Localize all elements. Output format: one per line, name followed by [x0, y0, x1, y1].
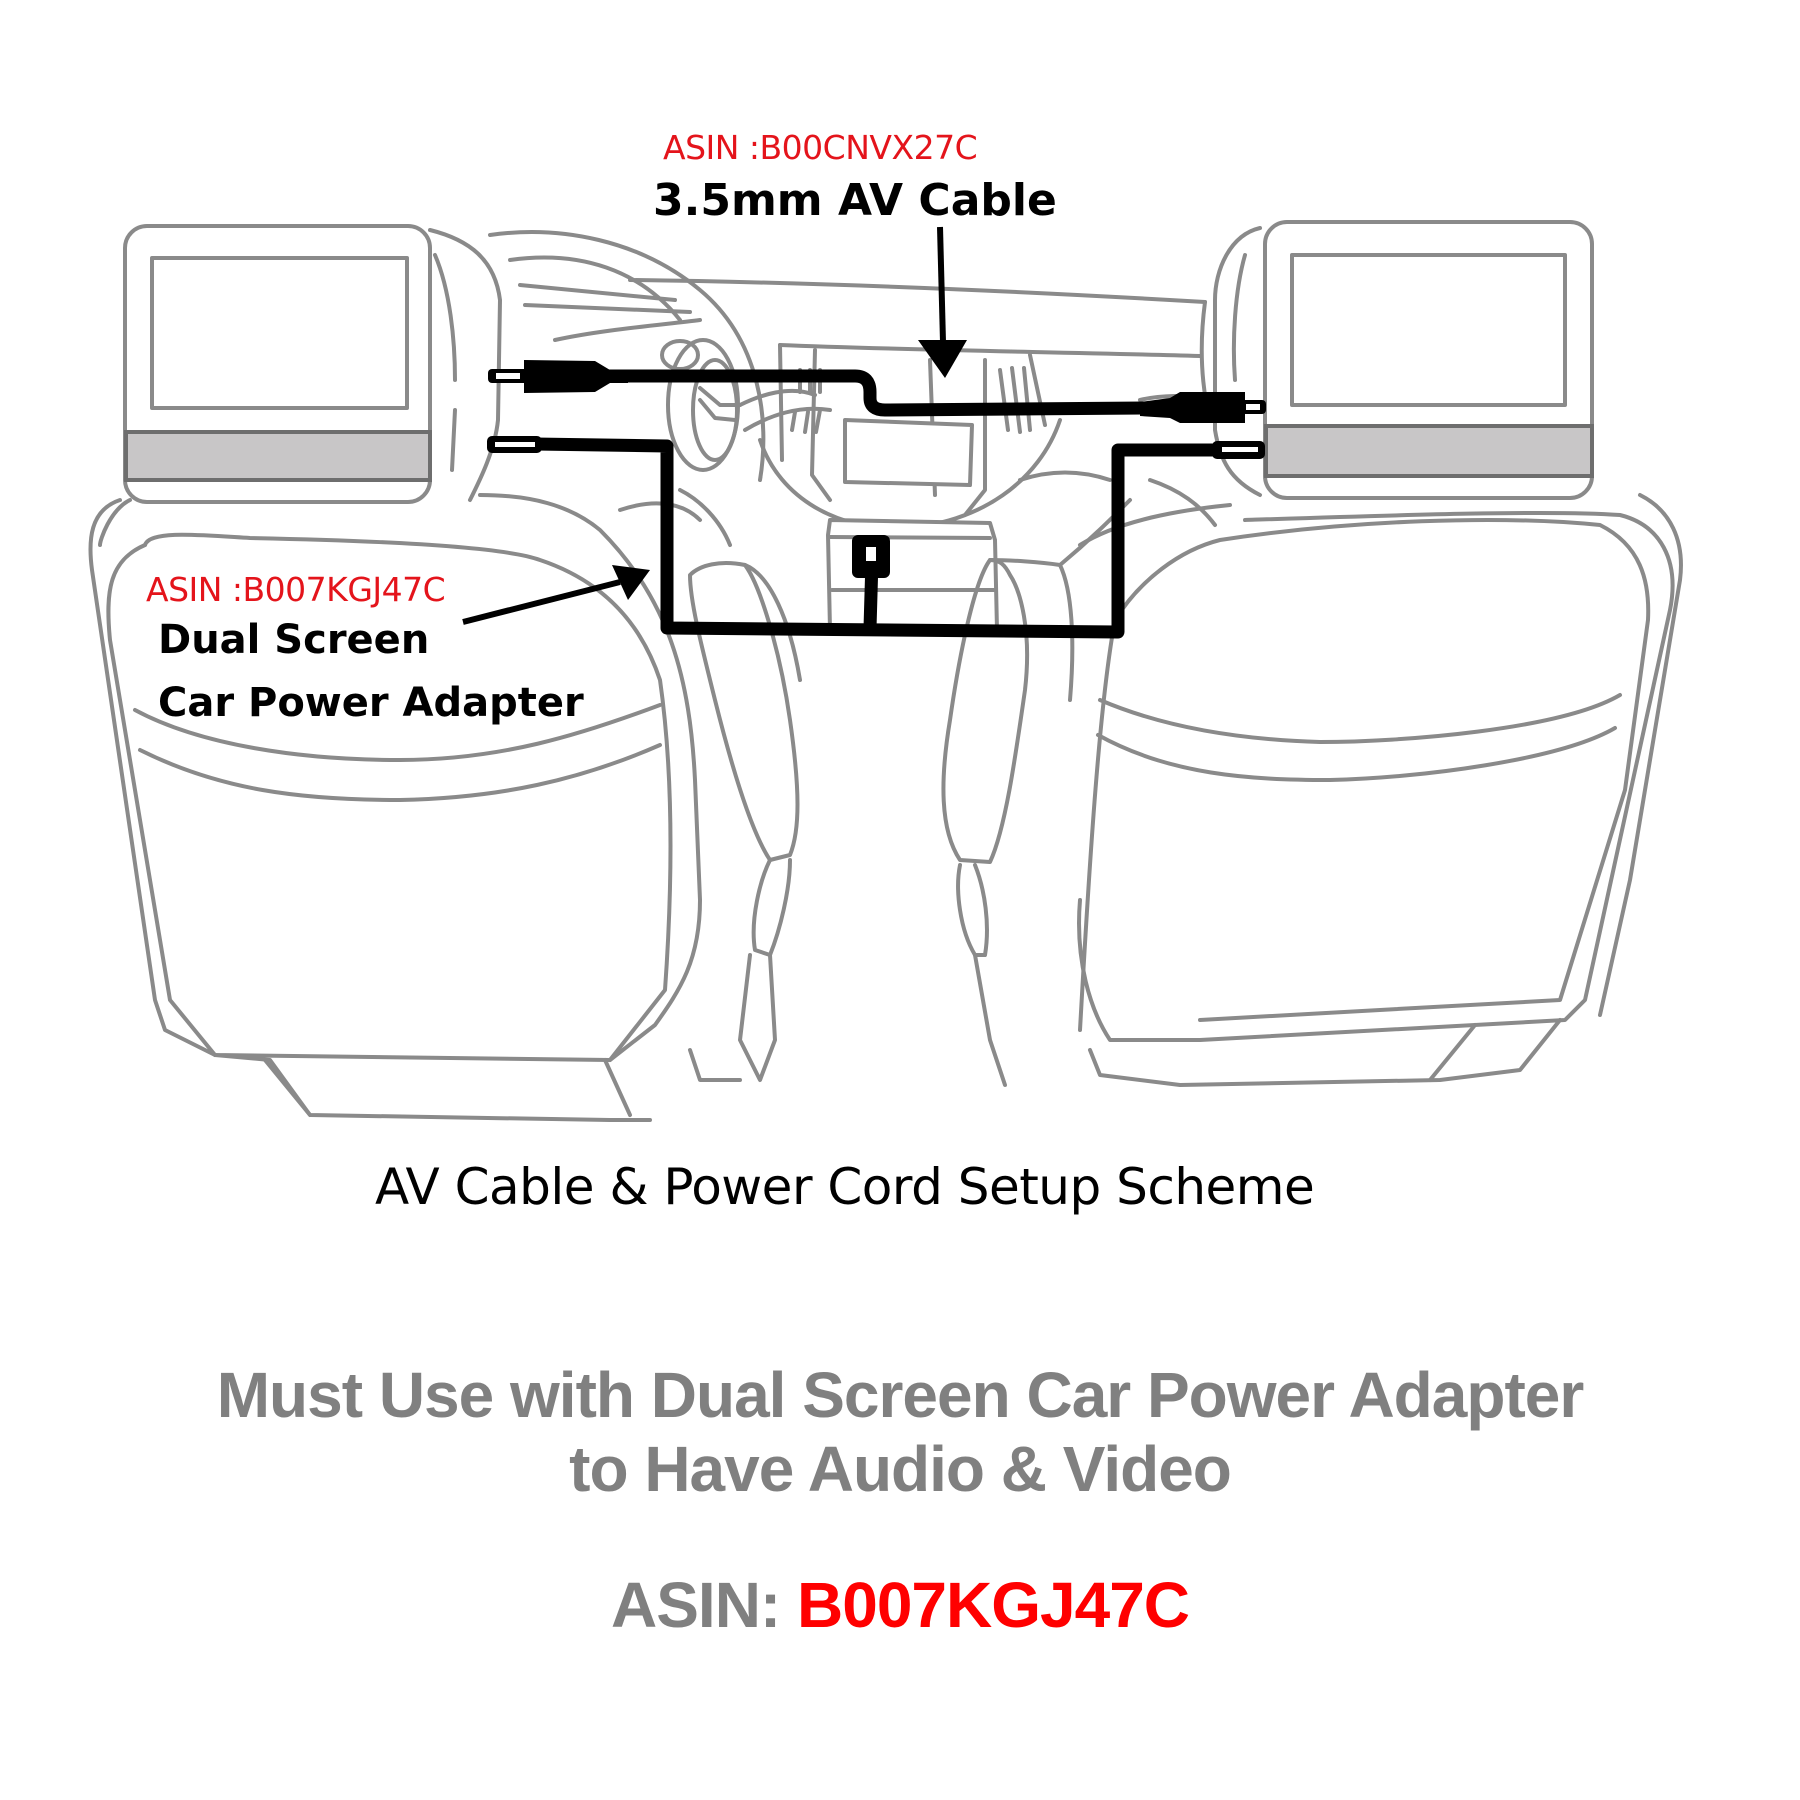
- power-cord: [487, 436, 1265, 639]
- av-cable: [488, 360, 1266, 423]
- power-adapter-arrow: [462, 565, 650, 625]
- right-headrest-monitor: [1263, 220, 1594, 500]
- av-cable-asin: ASIN :B00CNVX27C: [663, 128, 978, 167]
- right-seat: [941, 226, 1683, 1087]
- power-adapter-asin: ASIN :B007KGJ47C: [146, 570, 446, 609]
- av-cable-title: 3.5mm AV Cable: [653, 175, 1057, 226]
- asin-footer-label: ASIN:: [611, 1569, 797, 1641]
- asin-footer-code: B007KGJ47C: [797, 1569, 1190, 1641]
- left-headrest-monitor: [123, 224, 432, 504]
- power-adapter-title-line2: Car Power Adapter: [158, 680, 584, 726]
- av-cable-arrow: [918, 226, 967, 378]
- diagram-caption: AV Cable & Power Cord Setup Scheme: [375, 1158, 1315, 1216]
- requirement-note-line1: Must Use with Dual Screen Car Power Adap…: [216, 1359, 1585, 1431]
- power-adapter-title-line1: Dual Screen: [158, 617, 430, 663]
- asin-footer: ASIN: B007KGJ47C: [0, 1568, 1800, 1642]
- left-seat: [88, 228, 802, 1122]
- steering-wheel: [660, 338, 832, 472]
- requirement-note-line2: to Have Audio & Video: [569, 1433, 1232, 1505]
